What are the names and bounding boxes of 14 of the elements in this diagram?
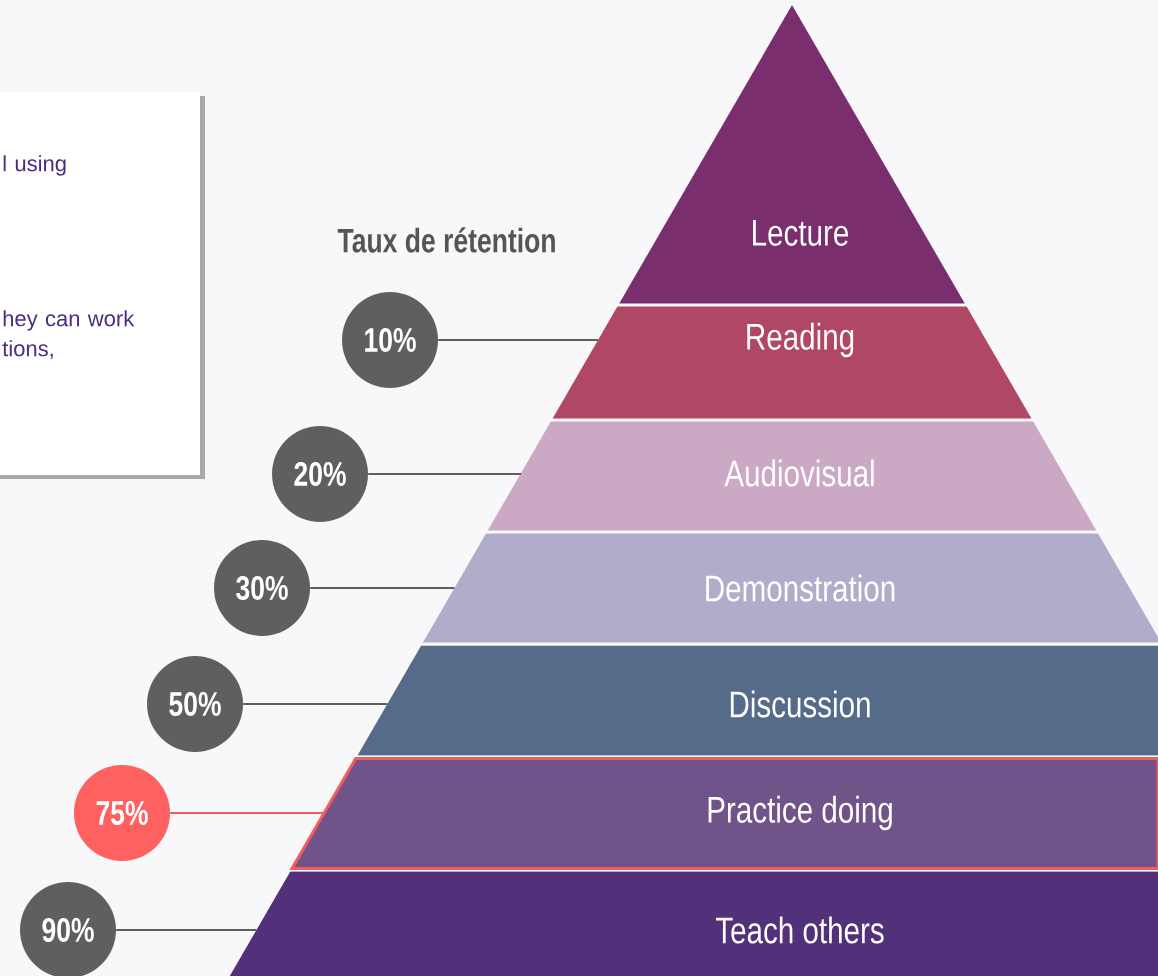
leader-line bbox=[438, 338, 598, 342]
leader-line bbox=[368, 472, 521, 476]
pyramid-band: Audiovisual bbox=[487, 421, 1097, 531]
text-card: l using hey can work tions, bbox=[0, 92, 205, 479]
leader-line bbox=[243, 702, 388, 706]
leader-line bbox=[116, 928, 257, 932]
pyramid-band: Lecture bbox=[619, 5, 965, 304]
leader-line bbox=[310, 586, 455, 590]
pyramid-band: Teach others bbox=[228, 871, 1158, 976]
pyramid-band: Discussion bbox=[357, 645, 1158, 756]
pyramid-band: Demonstration bbox=[422, 533, 1158, 643]
heading-label: Taux de rétention bbox=[337, 227, 555, 253]
leader-line bbox=[170, 811, 325, 815]
pyramid-band: Reading bbox=[552, 306, 1032, 419]
